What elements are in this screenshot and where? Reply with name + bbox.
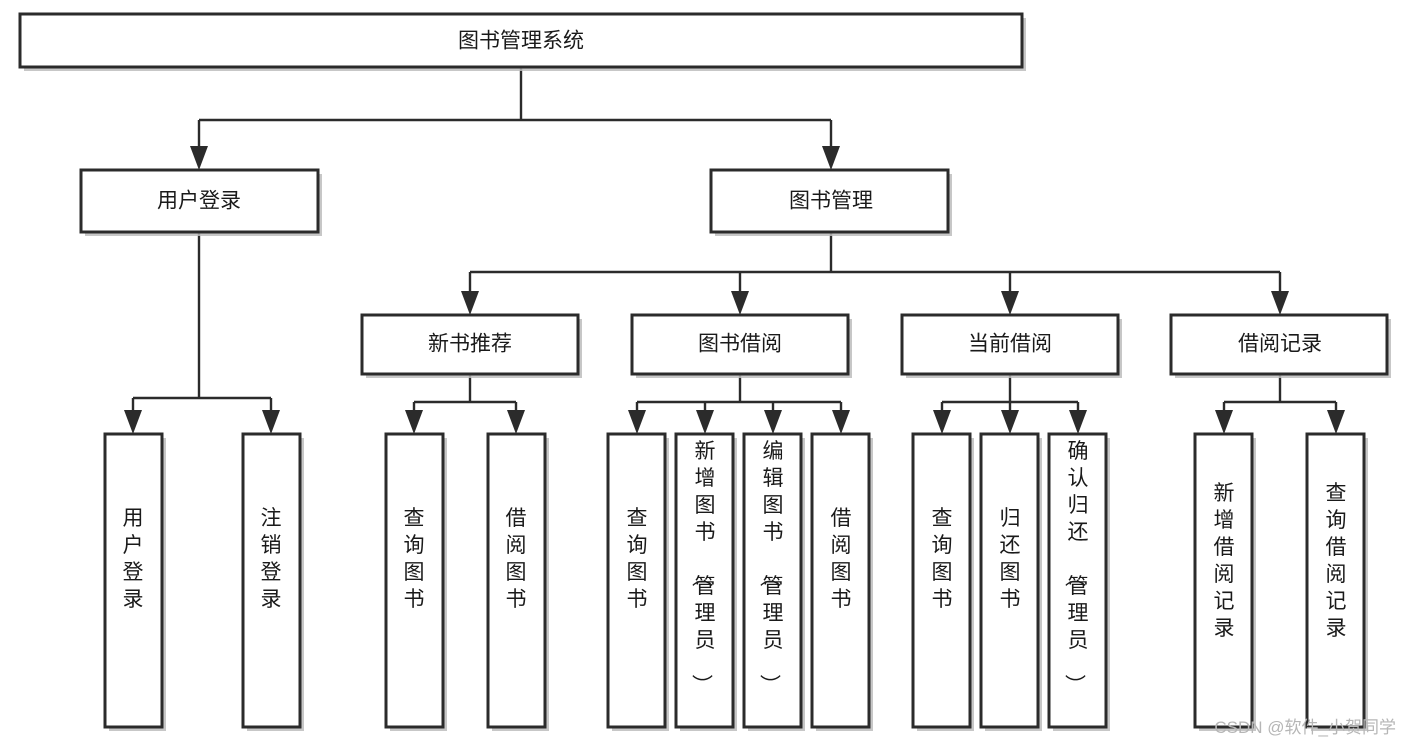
node-root-label: 图书管理系统 (458, 30, 584, 53)
leaf-return-book-box (979, 432, 1040, 729)
leaf-query-book-borrow[interactable]: 查询图书 (606, 432, 669, 731)
node-book-management-label: 图书管理 (789, 190, 873, 213)
arrow-to-book-borrow (731, 291, 749, 315)
leaf-borrow-book-borrow-label: 借阅图书 (831, 507, 852, 611)
arrow-to-borrow-record (1271, 291, 1289, 315)
leaf-add-borrow-record-label: 新增借阅记录 (1214, 482, 1235, 640)
arrow-to-leaf-add-book (696, 410, 714, 434)
leaf-query-book-newbook[interactable]: 查询图书 (384, 432, 447, 731)
leaf-confirm-return-label: 确认归还（管理员） (1063, 440, 1089, 695)
leaf-logout-label: 注销登录 (261, 507, 282, 611)
arrow-to-leaf-confirm-return (1069, 410, 1087, 434)
node-borrow-record[interactable]: 借阅记录 (1169, 313, 1391, 378)
leaf-add-book-label: 新增图书（管理员） (690, 440, 716, 695)
leaf-query-book-current[interactable]: 查询图书 (911, 432, 974, 731)
leaf-query-borrow-record-label: 查询借阅记录 (1326, 482, 1347, 640)
leaf-user-login-label: 用户登录 (123, 507, 144, 611)
leaf-edit-book[interactable]: 编辑图书（管理员） (742, 432, 805, 731)
node-user-login[interactable]: 用户登录 (79, 168, 322, 236)
node-new-book-recommend-label: 新书推荐 (428, 333, 512, 356)
leaf-edit-book-box (742, 432, 803, 729)
arrow-to-leaf-user-login (124, 410, 142, 434)
node-user-login-label: 用户登录 (157, 190, 241, 213)
leaf-return-book[interactable]: 归还图书 (979, 432, 1042, 731)
leaf-return-book-label: 归还图书 (1000, 507, 1021, 611)
arrow-to-new-book-rec (461, 291, 479, 315)
connector-newbook-bus (412, 374, 518, 418)
leaf-query-book-borrow-box (606, 432, 667, 729)
arrow-to-leaf-logout (262, 410, 280, 434)
leaf-confirm-return-box (1047, 432, 1108, 729)
arrow-to-leaf-return-book (1001, 410, 1019, 434)
leaf-borrow-book-borrow-box (810, 432, 871, 729)
leaf-user-login[interactable]: 用户登录 (103, 432, 166, 731)
node-borrow-record-label: 借阅记录 (1238, 333, 1322, 356)
leaf-borrow-book-newbook-box (486, 432, 547, 729)
connector-layer (124, 67, 1345, 434)
leaf-add-book-box (674, 432, 735, 729)
connector-borrowrecord-bus (1222, 374, 1338, 418)
node-book-borrow[interactable]: 图书借阅 (630, 313, 852, 378)
leaf-edit-book-label: 编辑图书（管理员） (758, 440, 784, 695)
node-current-borrow[interactable]: 当前借阅 (900, 313, 1122, 378)
arrow-to-leaf-edit-book (764, 410, 782, 434)
leaf-add-book[interactable]: 新增图书（管理员） (674, 432, 737, 731)
leaf-query-book-current-label: 查询图书 (932, 507, 953, 611)
arrow-to-current-borrow (1001, 291, 1019, 315)
arrow-to-user-login (190, 146, 208, 170)
node-borrow-record-box (1169, 313, 1389, 376)
leaf-logout[interactable]: 注销登录 (241, 432, 304, 731)
arrow-to-leaf-query-book-1 (405, 410, 423, 434)
csdn-watermark: CSDN @软件_小贺同学 (1214, 718, 1396, 737)
leaf-query-book-current-box (911, 432, 972, 729)
arrow-to-book-manage (822, 146, 840, 170)
leaf-query-borrow-record[interactable]: 查询借阅记录 (1305, 432, 1368, 731)
leaf-query-book-newbook-box (384, 432, 445, 729)
leaf-query-book-borrow-label: 查询图书 (627, 507, 648, 611)
node-book-borrow-label: 图书借阅 (698, 333, 782, 356)
arrow-to-leaf-borrow-book-2 (832, 410, 850, 434)
connector-userlogin-bus (131, 232, 273, 418)
leaf-logout-box (241, 432, 302, 729)
connector-bookmanage-bus (468, 232, 1282, 300)
node-new-book-recommend[interactable]: 新书推荐 (360, 313, 582, 378)
arrow-to-leaf-query-book-2 (628, 410, 646, 434)
node-book-management-box (709, 168, 950, 234)
arrow-to-leaf-query-record (1327, 410, 1345, 434)
leaf-add-borrow-record-box (1193, 432, 1254, 729)
connector-root-bus (197, 67, 833, 155)
node-book-borrow-box (630, 313, 850, 376)
node-root[interactable]: 图书管理系统 (18, 12, 1026, 71)
node-current-borrow-box (900, 313, 1120, 376)
leaf-query-borrow-record-box (1305, 432, 1366, 729)
leaf-user-login-box (103, 432, 164, 729)
node-current-borrow-label: 当前借阅 (968, 333, 1052, 356)
arrow-to-leaf-query-book-3 (933, 410, 951, 434)
arrow-to-leaf-add-record (1215, 410, 1233, 434)
node-user-login-box (79, 168, 320, 234)
node-new-book-recommend-box (360, 313, 580, 376)
arrow-to-leaf-borrow-book-1 (507, 410, 525, 434)
node-book-management[interactable]: 图书管理 (709, 168, 952, 236)
node-root-box (18, 12, 1024, 69)
leaf-add-borrow-record[interactable]: 新增借阅记录 (1193, 432, 1256, 731)
connector-bookborrow-bus (635, 374, 843, 418)
leaf-query-book-newbook-label: 查询图书 (404, 507, 425, 611)
leaf-borrow-book-newbook[interactable]: 借阅图书 (486, 432, 549, 731)
leaf-borrow-book-borrow[interactable]: 借阅图书 (810, 432, 873, 731)
leaf-borrow-book-newbook-label: 借阅图书 (506, 507, 527, 611)
leaf-confirm-return[interactable]: 确认归还（管理员） (1047, 432, 1110, 731)
